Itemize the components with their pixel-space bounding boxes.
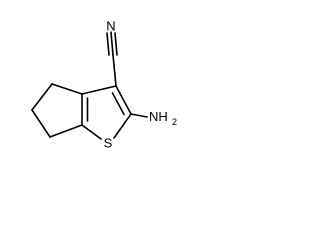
bond-c6-c6a (49, 124, 83, 138)
bond-c4-c5 (31, 83, 53, 111)
bond-c3a-c3 (81, 85, 117, 95)
bond-nitrile-triple-left (106, 32, 110, 56)
bond-nitrile-triple-right (114, 32, 118, 56)
bond-nitrile-triple-center (110, 31, 114, 56)
bond-c5-c6 (31, 109, 51, 138)
atom-label-ring-sulfur: S (104, 136, 113, 151)
bond-c3-cnitrile (112, 54, 117, 87)
bond-s-c6a (81, 124, 102, 140)
bond-c2-amine (130, 113, 148, 118)
molecule-structure-diagram: N S NH 2 (31, 19, 177, 151)
bond-c2-s (113, 113, 132, 139)
bond-c3a-c4 (51, 83, 83, 95)
bond-c3-c2 (115, 85, 132, 115)
atom-label-amine-nh: NH (149, 109, 168, 124)
atom-label-nitrile-nitrogen: N (106, 19, 115, 34)
atom-label-amine: NH 2 (149, 109, 177, 127)
atom-label-amine-subscript: 2 (172, 117, 177, 127)
bond-c3-c2-double (111, 92, 125, 116)
